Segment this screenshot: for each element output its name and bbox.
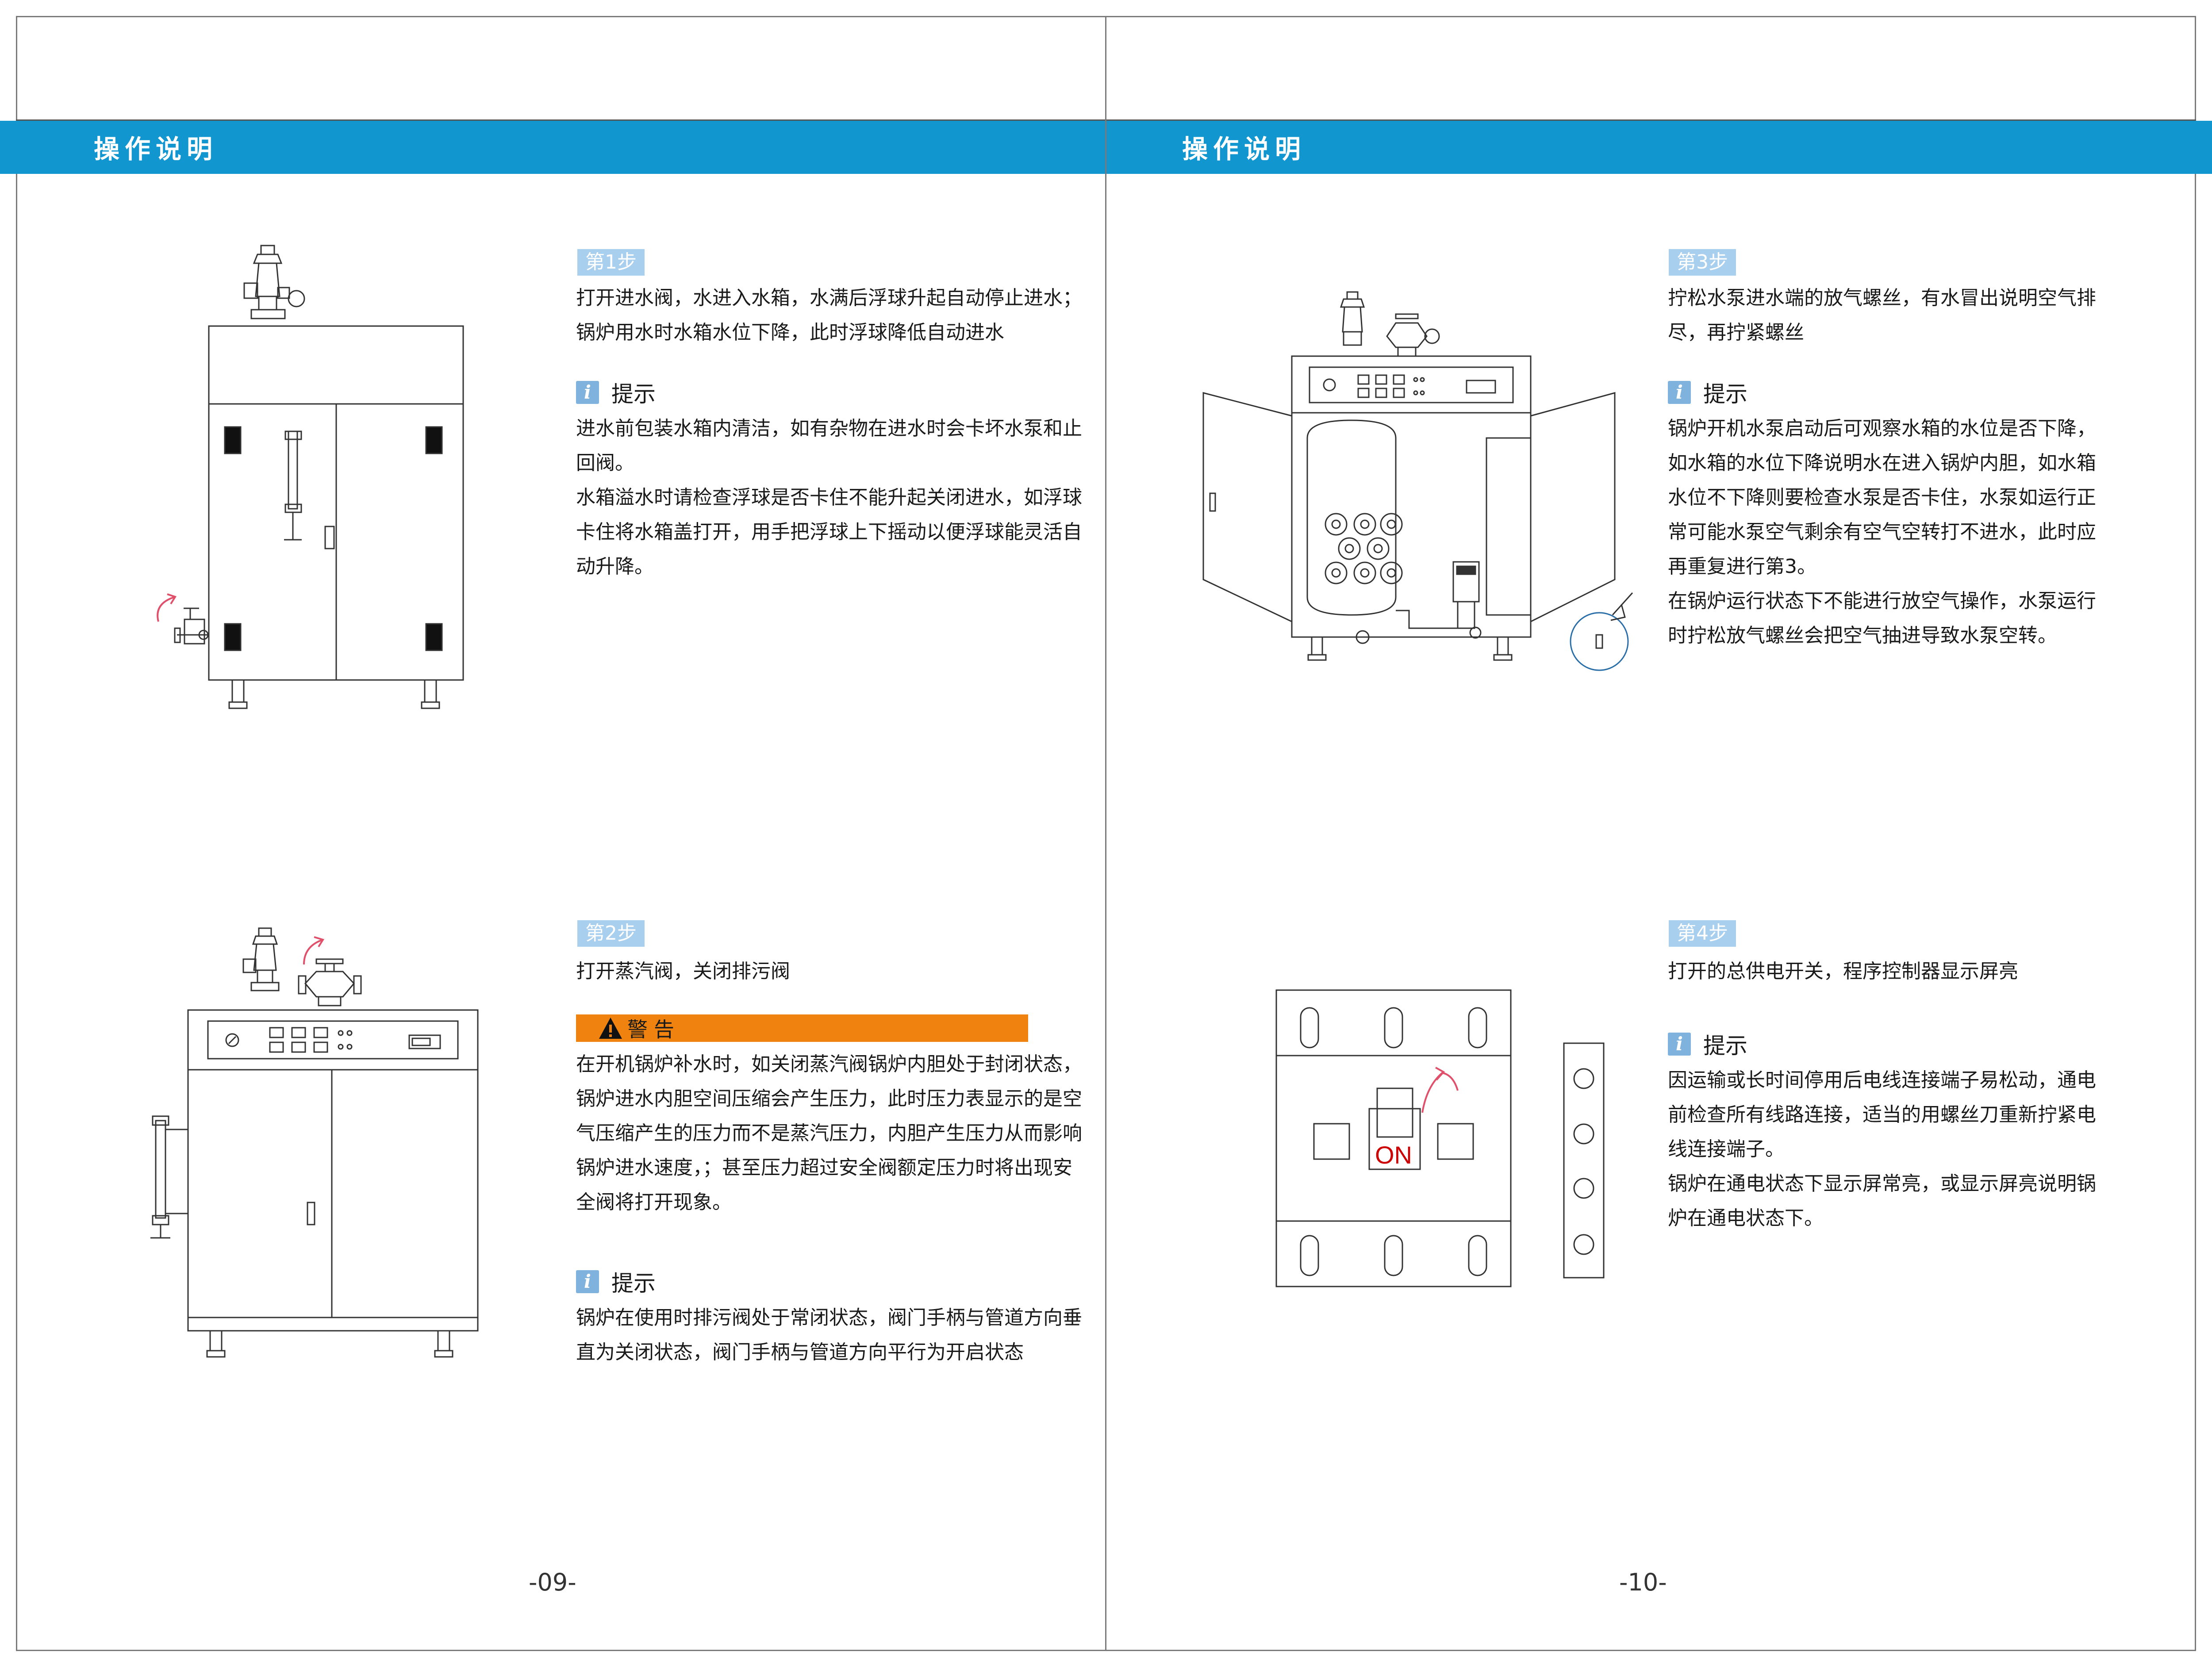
- step-2-tip-head: i 提示: [576, 1268, 656, 1296]
- step-4-tip-head: i 提示: [1668, 1031, 1747, 1059]
- warning-bar: 警告: [576, 1014, 1028, 1042]
- page-title-left: 操作说明: [94, 134, 218, 164]
- step-4-tip-text: 因运输或长时间停用后电线连接端子易松动，通电 前检查所有线路连接，适当的用螺丝刀…: [1668, 1069, 2096, 1229]
- step-3-badge: 第3步: [1669, 249, 1736, 276]
- header-rule-left: [16, 119, 1105, 121]
- step-1-tip-text: 进水前包装水箱内清洁，如有杂物在进水时会卡坏水泵和止 回阀。 水箱溢水时请检查浮…: [576, 417, 1082, 578]
- tip-label: 提示: [1703, 381, 1747, 407]
- page-number-right: -10-: [1619, 1568, 1667, 1596]
- boiler-open-doors-figure: [1201, 292, 1639, 690]
- header-band-left: [0, 121, 1105, 174]
- info-icon: i: [1668, 381, 1691, 404]
- tip-label: 提示: [1703, 1033, 1747, 1059]
- step-2-badge: 第2步: [577, 920, 645, 947]
- page-title-right: 操作说明: [1182, 134, 1306, 164]
- step-3-tip-text: 锅炉开机水泵启动后可观察水箱的水位是否下降， 如水箱的水位下降说明水在进入锅炉内…: [1668, 417, 2096, 647]
- tip-label: 提示: [611, 381, 656, 407]
- step-1-tip-head: i 提示: [576, 379, 656, 407]
- open-direction-arrow-icon: [297, 933, 333, 969]
- boiler-control-panel-figure: [146, 928, 487, 1415]
- info-icon: i: [1668, 1033, 1691, 1056]
- info-icon: i: [576, 381, 599, 404]
- warning-label: 警告: [627, 1018, 680, 1041]
- info-icon: i: [576, 1270, 599, 1293]
- power-switch-figure: [1276, 990, 1595, 1291]
- step-1-badge: 第1步: [577, 249, 645, 276]
- boiler-front-figure: [142, 246, 482, 714]
- step-3-text: 拧松水泵进水端的放气螺丝，有水冒出说明空气排 尽，再拧紧螺丝: [1668, 287, 2096, 344]
- header-rule-right: [1106, 119, 2196, 121]
- tip-label: 提示: [611, 1271, 656, 1296]
- page-spine: [1105, 16, 1106, 1651]
- step-4-text: 打开的总供电开关，程序控制器显示屏亮: [1668, 960, 2018, 983]
- header-band-right: [1106, 121, 2212, 174]
- step-2-text: 打开蒸汽阀，关闭排污阀: [576, 960, 790, 983]
- page-number-left: -09-: [529, 1568, 576, 1596]
- step-1-text: 打开进水阀，水进入水箱，水满后浮球升起自动停止进水； 锅炉用水时水箱水位下降，此…: [576, 287, 1082, 344]
- switch-up-arrow-icon: [1418, 1064, 1467, 1122]
- step-2-warning-text: 在开机锅炉补水时，如关闭蒸汽阀锅炉内胆处于封闭状态， 锅炉进水内胆空间压缩会产生…: [576, 1053, 1082, 1214]
- warning-triangle-icon: [599, 1018, 622, 1039]
- step-3-tip-head: i 提示: [1668, 379, 1747, 407]
- step-2-tip-text: 锅炉在使用时排污阀处于常闭状态，阀门手柄与管道方向垂 直为关闭状态，阀门手柄与管…: [576, 1306, 1082, 1364]
- step-4-badge: 第4步: [1669, 920, 1736, 947]
- open-direction-arrow-icon: [150, 591, 185, 626]
- switch-on-label: ON: [1375, 1141, 1412, 1169]
